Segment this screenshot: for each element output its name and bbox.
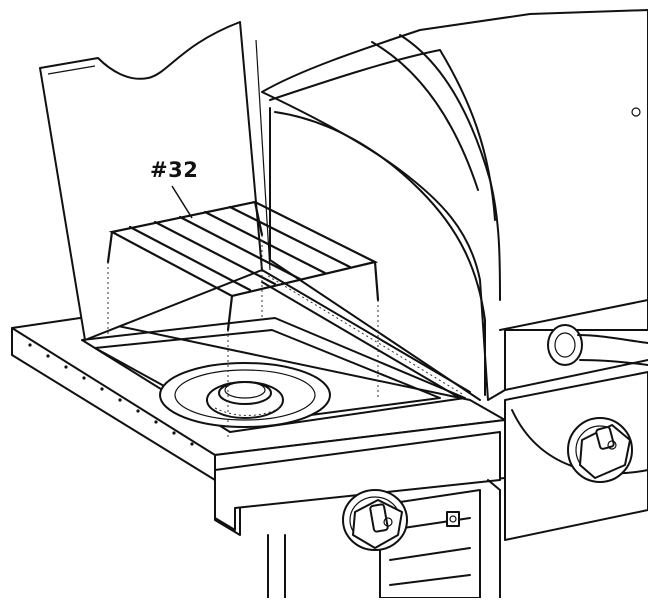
control-knob xyxy=(342,489,408,551)
grill-front-panel xyxy=(504,371,648,541)
grill-hood xyxy=(261,9,648,401)
side-burner-lid xyxy=(39,21,271,341)
vent-holes xyxy=(28,343,194,446)
part-number-label: #32 xyxy=(150,158,199,182)
side-burner xyxy=(159,362,331,428)
warming-rack xyxy=(106,200,380,440)
gas-regulator xyxy=(547,324,648,366)
callout-leader xyxy=(171,185,193,219)
